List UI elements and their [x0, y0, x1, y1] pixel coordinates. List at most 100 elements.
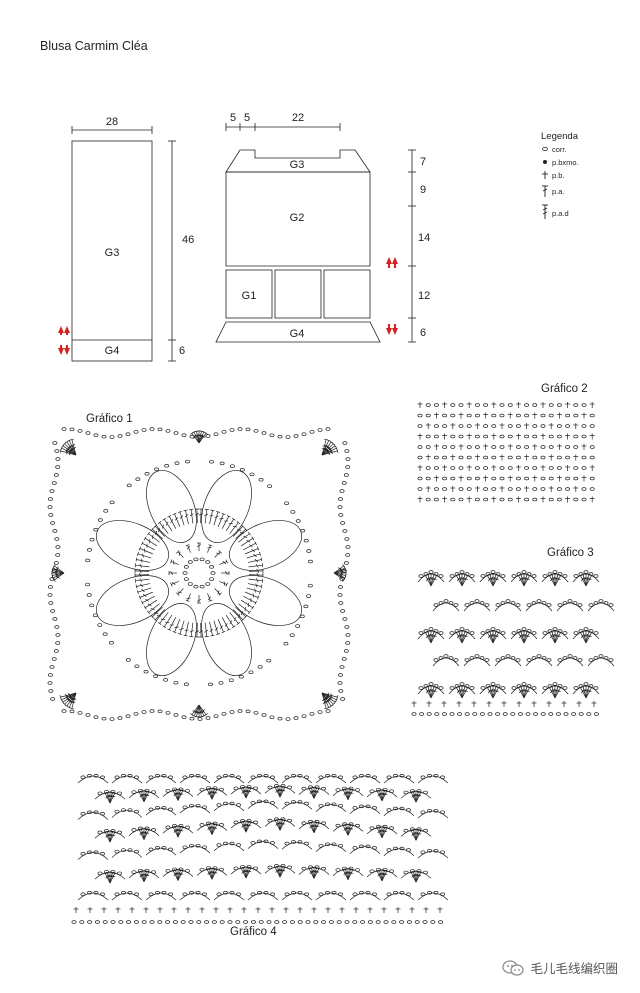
chain-stitch	[345, 457, 351, 461]
chain-stitch	[238, 674, 244, 679]
dc-stitch	[177, 789, 185, 801]
chain-stitch	[121, 773, 126, 778]
chain-stitch	[524, 476, 530, 481]
chain-stitch	[151, 828, 156, 832]
chain-stitch	[266, 658, 272, 663]
dc-stitch	[214, 550, 222, 558]
dc-stitch	[238, 531, 251, 543]
chain-stitch	[393, 846, 398, 851]
dc-stitch	[69, 438, 77, 456]
chain-stitch	[48, 497, 53, 501]
chain-stitch	[342, 441, 348, 445]
border-arch	[315, 775, 347, 784]
border-arch	[247, 841, 279, 849]
chain-stitch	[464, 603, 470, 607]
chain-stitch	[586, 712, 592, 716]
chain-stitch	[109, 435, 115, 439]
dc-stitch	[523, 686, 532, 699]
chain-stitch	[223, 773, 228, 778]
chain-stitch	[427, 773, 432, 778]
chain-stitch	[297, 800, 303, 804]
motif-square-2	[274, 269, 322, 319]
chain-stitch	[149, 709, 155, 713]
chain-stitch	[161, 890, 167, 895]
chain-stitch	[440, 892, 445, 896]
chain-stitch	[426, 712, 432, 716]
chain-stitch	[87, 920, 93, 924]
dc-stitch	[217, 619, 226, 634]
legend-label-slip-stitch: p.bxmo.	[552, 158, 579, 167]
chain-stitch	[80, 851, 86, 856]
chain-stitch	[479, 712, 485, 716]
chain-stitch	[499, 476, 505, 481]
chain-stitch	[517, 712, 523, 716]
chain-stitch	[352, 775, 358, 779]
chain-stitch	[542, 686, 548, 690]
chain-stitch	[100, 851, 105, 856]
chain-stitch	[218, 681, 224, 685]
chain-stitch	[250, 775, 256, 779]
chain-stitch	[510, 656, 516, 660]
dc-stitch	[321, 448, 339, 456]
chain-stitch	[420, 775, 426, 779]
chain-stitch	[399, 920, 405, 924]
chain-stitch	[61, 709, 67, 713]
chain-stitch	[449, 574, 455, 578]
chain-stitch	[134, 664, 140, 668]
border-arch	[213, 803, 245, 812]
dc-stitch	[136, 587, 152, 595]
chain-stitch	[199, 787, 205, 792]
dc-stitch	[162, 614, 173, 629]
chain-stitch	[202, 845, 207, 849]
chain-stitch	[117, 716, 123, 720]
chain-stitch	[318, 775, 324, 779]
border-arch	[111, 809, 143, 818]
border-arch	[145, 847, 177, 856]
chain-stitch	[49, 577, 55, 581]
chain-stitch	[187, 582, 193, 586]
chain-stitch	[340, 609, 346, 613]
legend-label-single-crochet: p.b.	[552, 171, 565, 180]
chain-stitch	[428, 682, 434, 686]
chain-stitch	[567, 654, 573, 658]
chain-stitch	[216, 803, 222, 807]
chain-stitch	[188, 920, 194, 924]
chain-stitch	[515, 476, 521, 481]
border-arch	[111, 849, 143, 858]
dc-stitch	[213, 620, 221, 636]
border-arch	[77, 852, 109, 860]
dc-stitch	[177, 826, 185, 838]
chain-stitch	[303, 538, 309, 543]
chain-stitch	[500, 686, 506, 690]
chain-stitch	[531, 686, 537, 690]
chain-stitch	[301, 866, 307, 871]
chain-stitch	[423, 870, 428, 875]
chain-stitch	[515, 413, 521, 418]
dc-stitch	[185, 593, 191, 602]
chain-stitch	[593, 712, 599, 716]
chain-stitch	[127, 848, 133, 852]
chain-stitch	[359, 844, 364, 849]
chain-stitch	[221, 430, 227, 434]
chain-stitch	[266, 920, 272, 924]
chain-stitch	[425, 434, 431, 439]
dc-stitch	[235, 606, 248, 619]
dc-stitch	[221, 571, 230, 575]
chain-stitch	[209, 577, 215, 581]
chain-stitch	[386, 808, 392, 812]
chain-stitch	[331, 802, 337, 806]
chain-stitch	[450, 403, 456, 407]
border-arch	[315, 844, 347, 852]
chain-stitch	[338, 803, 343, 808]
chain-stitch	[285, 435, 291, 439]
chain-stitch	[469, 574, 475, 578]
chain-stitch	[135, 477, 141, 481]
chain-stitch	[603, 601, 609, 605]
chain-stitch	[433, 403, 439, 407]
chain-stitch	[417, 424, 423, 428]
chain-stitch	[438, 574, 444, 578]
chain-stitch	[548, 403, 554, 407]
chain-stitch	[141, 428, 147, 432]
border-arch	[213, 892, 245, 901]
dc-stitch	[523, 631, 532, 644]
